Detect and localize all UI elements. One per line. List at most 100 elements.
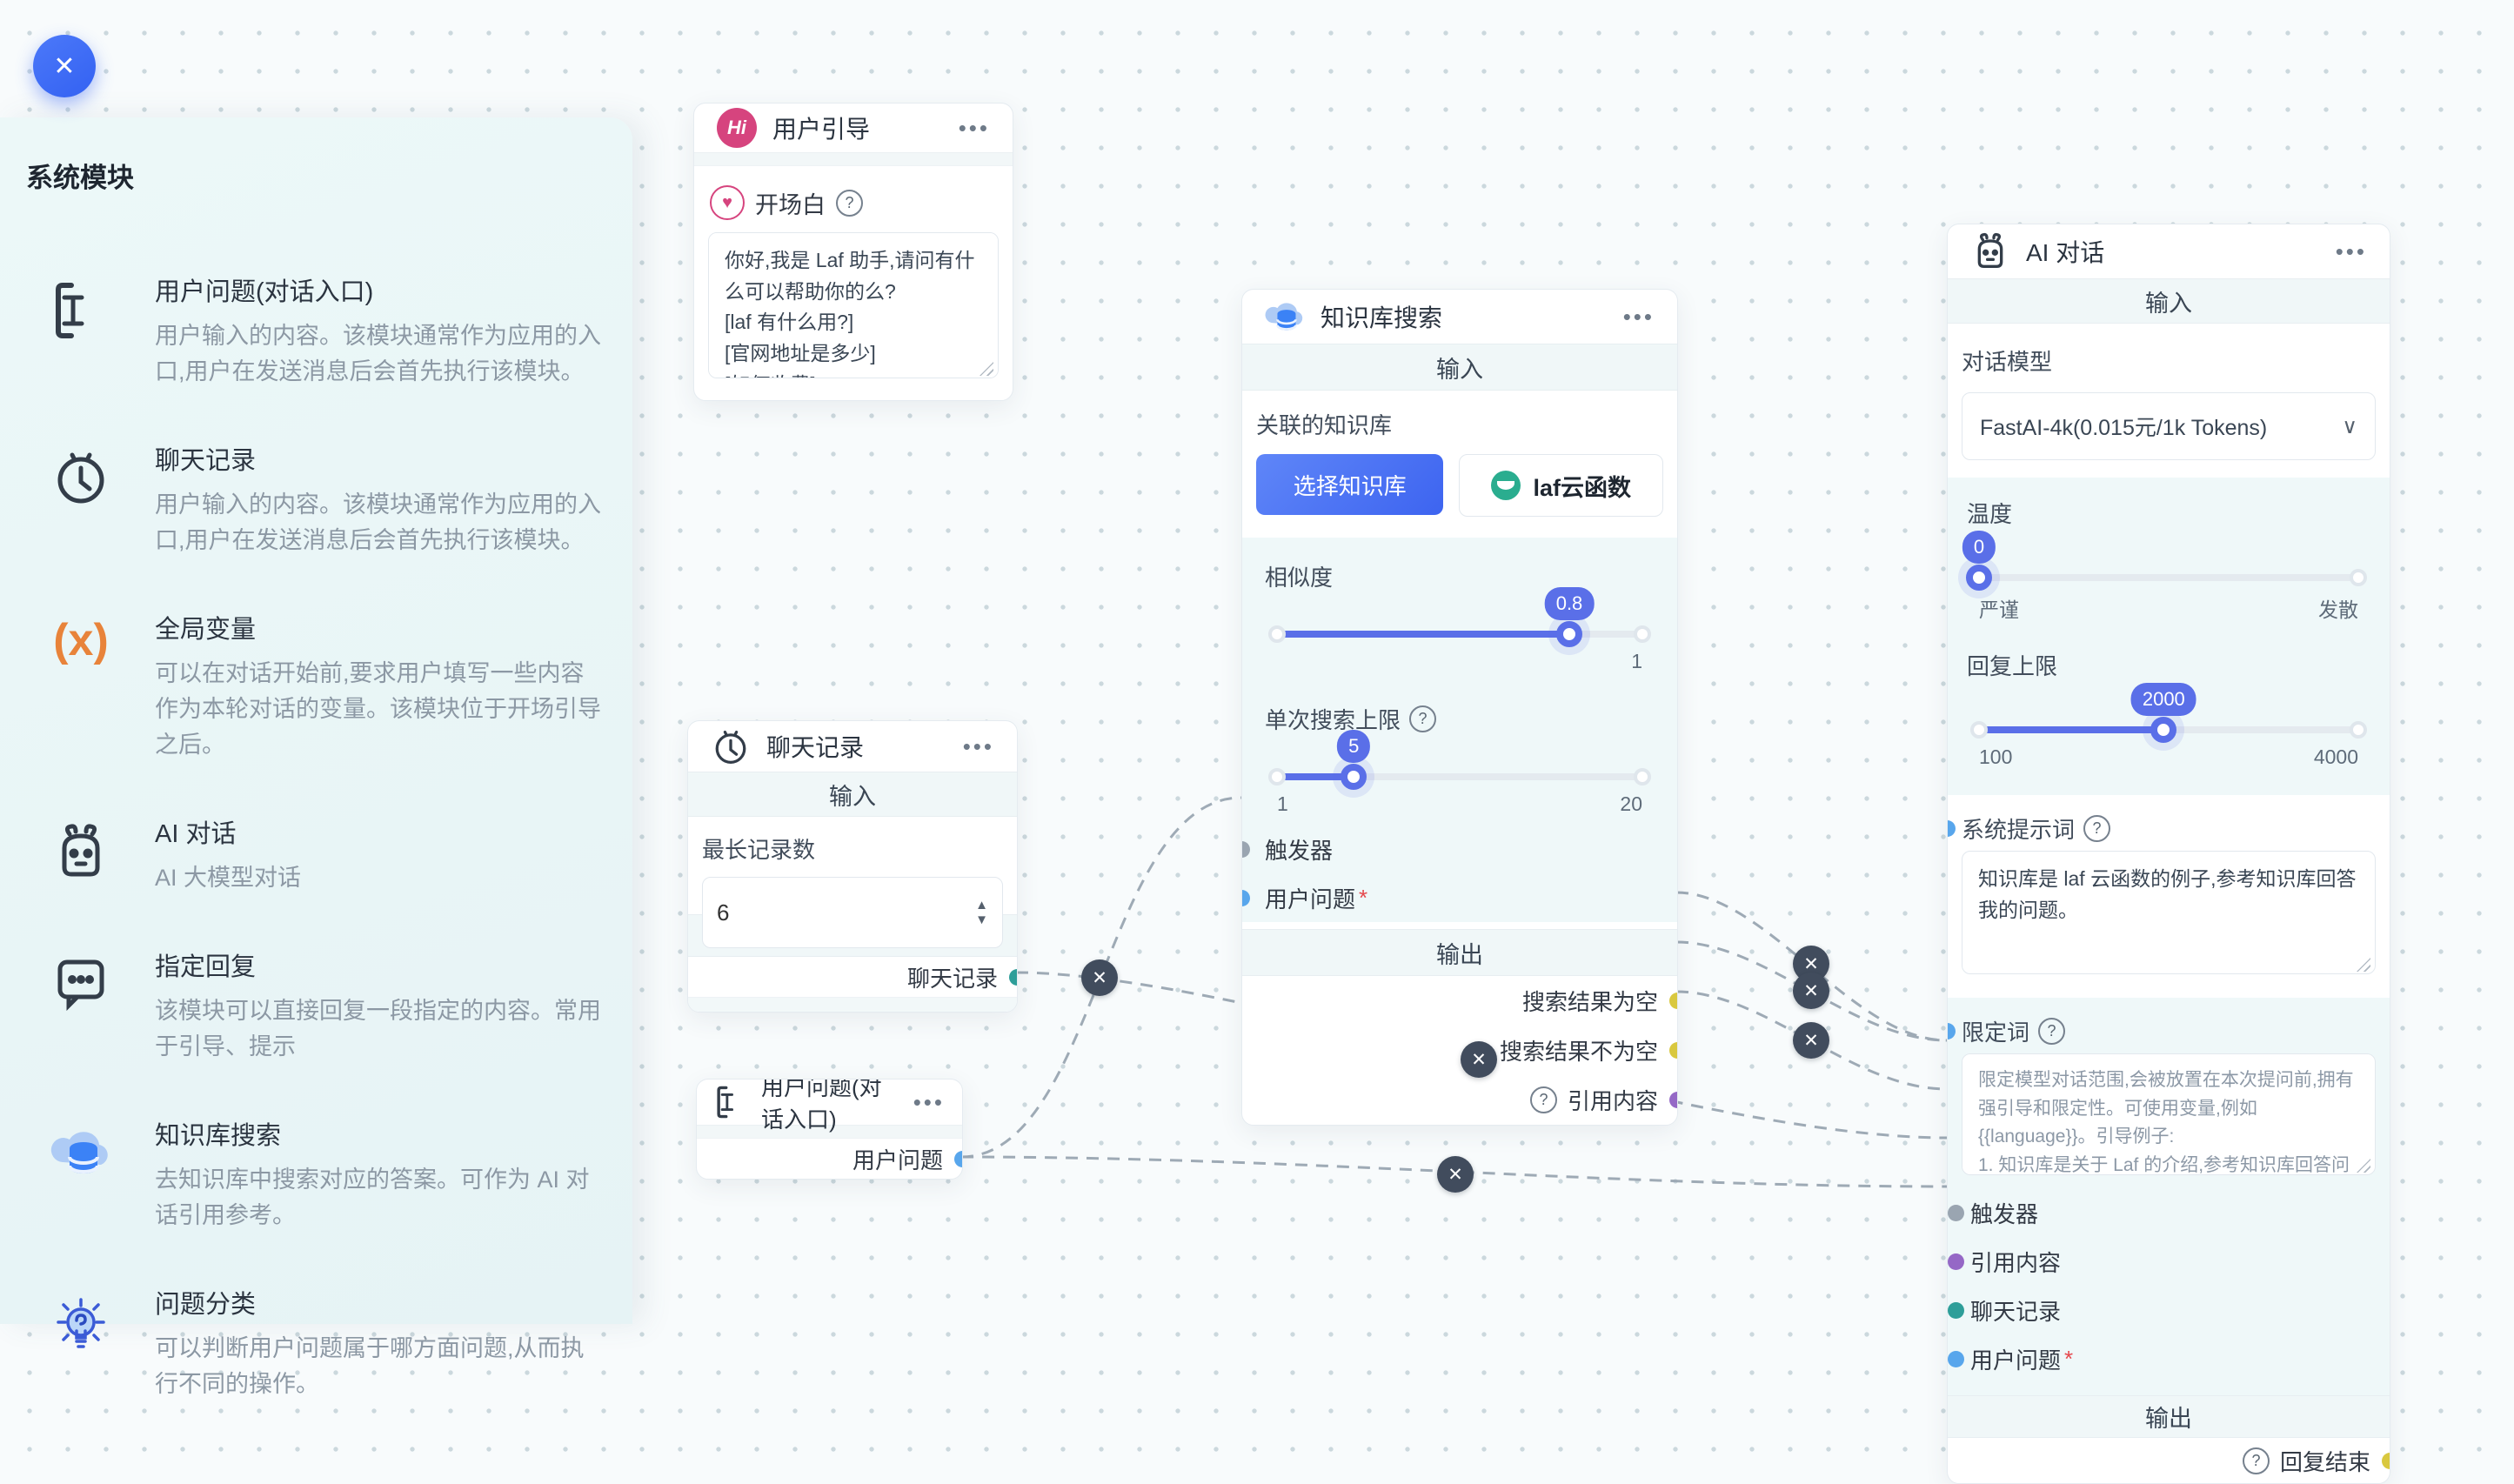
temperature-value-badge: 0	[1962, 531, 1996, 564]
search-limit-max-label: 20	[1620, 792, 1642, 815]
sidebar-item-ai-chat[interactable]: AI 对话 AI 大模型对话	[0, 813, 632, 896]
node-user-question[interactable]: 用户问题(对话入口) ••• 用户问题	[696, 1079, 963, 1180]
node-user-guide[interactable]: Hi 用户引导 ••• ♥ 开场白 ? 你好,我是 Laf 助手,请问有什么可以…	[693, 103, 1013, 401]
port-dot-trigger[interactable]	[1948, 1204, 1964, 1221]
model-select[interactable]: FastAI-4k(0.015元/1k Tokens) ∨	[1962, 392, 2376, 460]
sidebar-item-desc: 用户输入的内容。该模块通常作为应用的入口,用户在发送消息后会首先执行该模块。	[155, 323, 601, 384]
step-down-icon[interactable]: ▼	[975, 912, 988, 927]
close-panel-button[interactable]: ✕	[33, 35, 96, 97]
sidebar-item-user-question[interactable]: 用户问题(对话入口) 用户输入的内容。该模块通常作为应用的入口,用户在发送消息后…	[0, 271, 632, 390]
sidebar-item-chat-history[interactable]: 聊天记录 用户输入的内容。该模块通常作为应用的入口,用户在发送消息后会首先执行该…	[0, 440, 632, 558]
delete-edge-button[interactable]: ✕	[1793, 1022, 1829, 1059]
max-tokens-slider-handle[interactable]	[2150, 717, 2177, 743]
node-title: 用户问题(对话入口)	[761, 1079, 882, 1133]
inputs-section-header: 输入	[1242, 344, 1677, 391]
inputs-section-header: 输入	[1948, 278, 2390, 324]
input-port-system-prompt: 系统提示词 ?	[1948, 809, 2376, 847]
output-port-search-empty: 搜索结果为空	[1242, 976, 1677, 1026]
search-limit-label: 单次搜索上限	[1265, 707, 1401, 733]
output-port-search-not-empty: 搜索结果不为空	[1242, 1026, 1677, 1075]
port-dot-search-not-empty[interactable]	[1669, 1042, 1677, 1059]
help-icon[interactable]: ?	[1409, 705, 1437, 732]
port-dot-user-question[interactable]	[1242, 889, 1250, 906]
port-dot-quote[interactable]	[1948, 1253, 1964, 1270]
user-question-icon	[714, 1085, 749, 1120]
sidebar-item-desc: 可以在对话开始前,要求用户填写一些内容作为本轮对话的变量。该模块位于开场引导之后…	[155, 660, 601, 758]
more-menu-icon[interactable]: •••	[962, 732, 994, 759]
input-port-trigger: 触发器	[1948, 1188, 2376, 1237]
port-dot-quote[interactable]	[1669, 1092, 1677, 1108]
opening-textarea[interactable]: 你好,我是 Laf 助手,请问有什么可以帮助你的么? [laf 有什么用?] […	[708, 232, 999, 378]
max-records-label: 最长记录数	[702, 837, 816, 863]
help-icon[interactable]: ?	[2083, 814, 2111, 842]
temperature-label: 温度	[1967, 501, 2013, 527]
dataset-tag-button[interactable]: laf云函数	[1459, 454, 1663, 517]
port-dot-system-prompt[interactable]	[1948, 819, 1956, 837]
ai-chat-icon	[1970, 231, 2010, 271]
output-port-chat-history: 聊天记录	[688, 957, 1017, 997]
max-tokens-label: 回复上限	[1967, 653, 2058, 679]
delete-edge-button[interactable]: ✕	[1793, 973, 1829, 1009]
delete-edge-button[interactable]: ✕	[1437, 1156, 1474, 1193]
help-icon[interactable]: ?	[836, 189, 863, 217]
opening-label: 开场白	[755, 191, 826, 218]
sidebar-item-title: 聊天记录	[155, 447, 257, 475]
sidebar-item-question-classify[interactable]: 问题分类 可以判断用户问题属于哪方面问题,从而执行不同的操作。	[0, 1284, 632, 1402]
select-kb-button[interactable]: 选择知识库	[1256, 454, 1444, 515]
node-title: 聊天记录	[766, 734, 865, 761]
sidebar-item-desc: 用户输入的内容。该模块通常作为应用的入口,用户在发送消息后会首先执行该模块。	[155, 491, 601, 553]
sidebar-item-title: 指定回复	[155, 953, 257, 981]
port-dot-limit-prompt[interactable]	[1948, 1022, 1956, 1039]
heart-icon: ♥	[710, 185, 745, 220]
system-prompt-textarea[interactable]: 知识库是 laf 云函数的例子,参考知识库回答我的问题。	[1962, 851, 2376, 974]
more-menu-icon[interactable]: •••	[913, 1088, 945, 1115]
node-title: 用户引导	[772, 116, 871, 143]
similarity-slider[interactable]: 0.8	[1268, 587, 1651, 647]
max-tokens-slider[interactable]: 2000	[1970, 683, 2367, 743]
node-ai-chat[interactable]: AI 对话 ••• 输入 对话模型 FastAI-4k(0.015元/1k To…	[1947, 224, 2390, 1484]
node-chat-history[interactable]: 聊天记录 ••• 输入 最长记录数 6 ▲ ▼ 输出 聊天记录	[687, 720, 1018, 1013]
outputs-section-header: 输出	[1948, 1395, 2390, 1438]
node-kb-search[interactable]: 知识库搜索 ••• 输入 关联的知识库 选择知识库 laf云函数 相似度 0.8	[1241, 289, 1678, 1126]
edge-kb-quote-to-ai-quote	[1675, 990, 1948, 1091]
sidebar-item-assigned-reply[interactable]: 指定回复 该模块可以直接回复一段指定的内容。常用于引导、提示	[0, 946, 632, 1065]
more-menu-icon[interactable]: •••	[1622, 303, 1655, 330]
limit-prompt-textarea[interactable]	[1962, 1053, 2376, 1175]
node-title: 知识库搜索	[1321, 304, 1443, 331]
question-classify-icon	[33, 1284, 129, 1402]
max-records-input[interactable]: 6 ▲ ▼	[702, 877, 1003, 948]
kb-search-icon	[33, 1115, 129, 1233]
delete-edge-button[interactable]: ✕	[1461, 1041, 1497, 1078]
more-menu-icon[interactable]: •••	[2335, 237, 2367, 264]
port-dot-search-empty[interactable]	[1669, 993, 1677, 1009]
edge-question-to-ai-question	[960, 1155, 1948, 1188]
sidebar-item-title: 用户问题(对话入口)	[155, 278, 374, 306]
port-dot-chat-history[interactable]	[1948, 1301, 1964, 1319]
help-icon[interactable]: ?	[1529, 1086, 1557, 1113]
similarity-label: 相似度	[1265, 565, 1334, 591]
search-limit-slider-handle[interactable]	[1341, 764, 1367, 790]
step-up-icon[interactable]: ▲	[975, 898, 988, 912]
chevron-down-icon: ∨	[2342, 414, 2357, 438]
similarity-slider-handle[interactable]	[1556, 621, 1582, 647]
port-dot-trigger[interactable]	[1242, 840, 1250, 858]
temperature-slider-handle[interactable]	[1966, 565, 1992, 591]
port-dot-user-question[interactable]	[1948, 1350, 1964, 1367]
laf-logo-icon	[1491, 471, 1521, 500]
help-icon[interactable]: ?	[2242, 1447, 2270, 1474]
sidebar-item-title: 问题分类	[155, 1291, 257, 1319]
sidebar-item-kb-search[interactable]: 知识库搜索 去知识库中搜索对应的答案。可作为 AI 对话引用参考。	[0, 1115, 632, 1233]
port-dot-reply-end[interactable]	[2382, 1452, 2390, 1469]
edge-kb-notempty-to-ai-trigger	[1675, 940, 1948, 1042]
search-limit-slider[interactable]: 5	[1268, 730, 1651, 790]
delete-edge-button[interactable]: ✕	[1081, 959, 1118, 996]
sidebar-item-title: AI 对话	[155, 820, 237, 848]
port-dot-chat-history[interactable]	[1009, 968, 1017, 986]
sidebar-item-global-variable[interactable]: (x) 全局变量 可以在对话开始前,要求用户填写一些内容作为本轮对话的变量。该模…	[0, 609, 632, 763]
more-menu-icon[interactable]: •••	[958, 114, 990, 141]
temperature-slider[interactable]: 0	[1962, 531, 2367, 591]
port-dot-user-question[interactable]	[954, 1150, 962, 1167]
model-value: FastAI-4k(0.015元/1k Tokens)	[1980, 416, 2268, 440]
max-tokens-value-badge: 2000	[2130, 683, 2196, 716]
help-icon[interactable]: ?	[2038, 1017, 2066, 1045]
